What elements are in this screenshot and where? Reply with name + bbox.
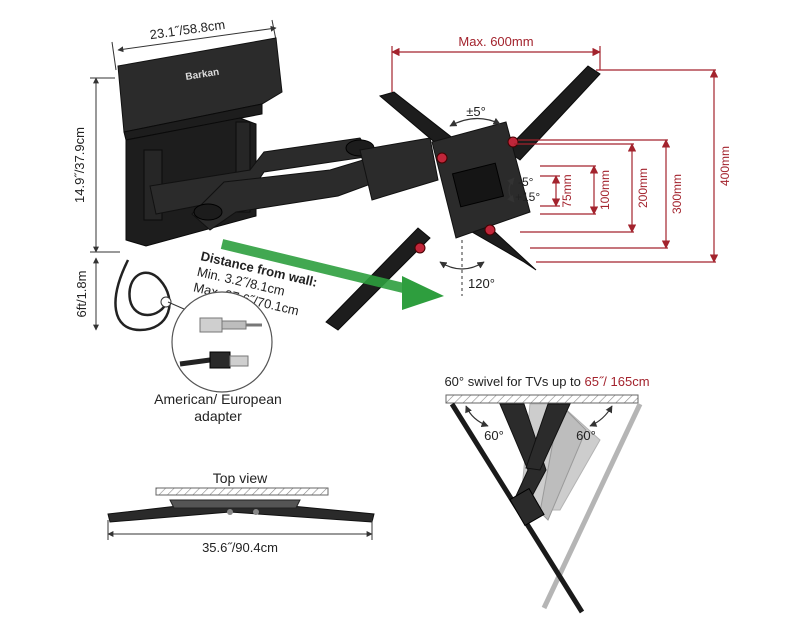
wall-mount-illustration: 23.1˝/58.8cm 14.9˝/37.9cm 6ft/1.8m Barka… [72,17,439,332]
adapter-label-line1: American/ European [154,391,282,407]
rotation-label: ±5° [466,104,486,119]
vesa-dimensions: Max. 600mm 75mm 100mm 200mm 300mm 400mm [391,34,732,263]
tilt-indicator: -5° +15° [507,175,540,204]
swivel-left-angle: 60° [484,428,504,443]
mount-height-dimension: 14.9˝/37.9cm [72,77,120,253]
adapter-label-line2: adapter [194,408,242,424]
swivel-title-prefix: 60° swivel for TVs up to [444,374,584,389]
brand-logo: Barkan [185,67,220,83]
vesa-400-label: 400mm [718,146,732,186]
vesa-200-label: 200mm [636,168,650,208]
vesa-screw-4 [414,242,426,254]
rotation-indicator: ±5° [449,104,501,127]
top-view-width-label: 35.6˝/90.4cm [202,540,278,555]
swivel-view-title: 60° swivel for TVs up to 65˝/ 165cm [444,374,649,389]
vesa-max-label: Max. 600mm [458,34,533,49]
top-view: Top view 35.6˝/90.4cm [107,470,375,555]
vesa-screw-3 [484,224,496,236]
tilt-up-label: +15° [515,190,540,204]
vesa-screw-1 [436,152,448,164]
vesa-300-label: 300mm [670,174,684,214]
vesa-75-label: 75mm [560,174,574,207]
tilt-down-label: -5° [518,175,534,189]
swivel-label: 120° [468,276,495,291]
cable-length-label: 6ft/1.8m [74,271,89,318]
swivel-right-angle: 60° [576,428,596,443]
vesa-bracket [325,65,601,331]
cable-length-dimension: 6ft/1.8m [74,257,99,331]
mount-height-label: 14.9˝/37.9cm [72,127,87,203]
mount-width-label: 23.1˝/58.8cm [149,17,226,42]
adapter-inset: American/ European adapter [154,291,282,424]
swivel-indicator: 120° [439,240,495,296]
top-view-title: Top view [213,470,268,486]
vesa-100-label: 100mm [598,170,612,210]
swivel-title-highlight: 65˝/ 165cm [585,374,650,389]
swivel-view: 60° swivel for TVs up to 65˝/ 165cm 60° … [444,374,650,614]
vesa-screw-2 [507,136,519,148]
